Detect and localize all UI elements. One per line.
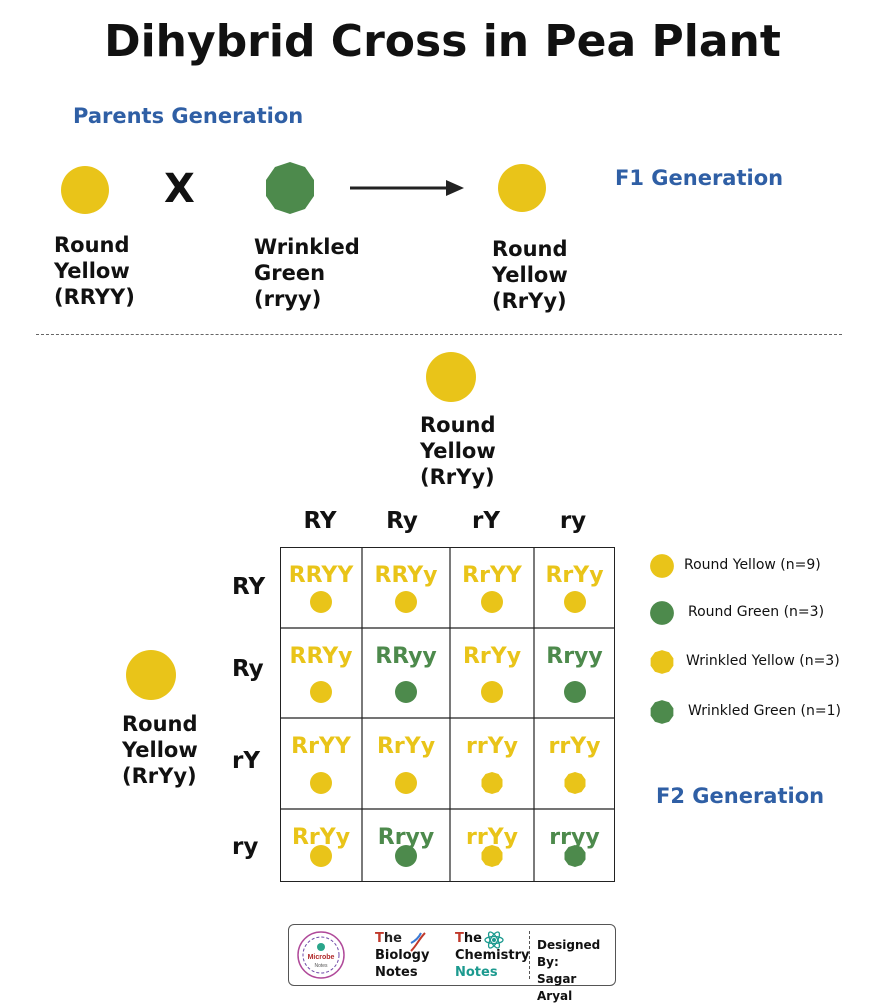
chemistry-logo-notes: Notes — [455, 965, 498, 980]
punnett-cell-genotype: RRYy — [374, 563, 438, 588]
round-yellow-pea-icon — [395, 591, 417, 613]
left-parent-genotype: (RrYy) — [122, 764, 197, 788]
footer-divider — [529, 931, 530, 979]
column-header-gamete: ry — [559, 508, 587, 534]
round-yellow-pea-icon — [310, 591, 332, 613]
wrinkled-green-pea-icon — [266, 162, 314, 214]
legend-label: Round Yellow (n=9) — [684, 557, 821, 573]
legend-label: Wrinkled Yellow (n=3) — [686, 653, 840, 669]
legend-label: Wrinkled Green (n=1) — [688, 703, 841, 719]
f1-phenotype-color: Yellow — [492, 263, 568, 287]
punnett-square — [279, 546, 615, 882]
legend-wrinkled-green-pea-icon — [650, 700, 674, 724]
chemistry-logo-word: Chemistry — [455, 948, 530, 963]
atom-icon — [484, 931, 504, 949]
f1-phenotype-shape: Round — [492, 237, 568, 261]
round-yellow-pea-icon — [310, 845, 332, 867]
designer-credit: Designed By: Sagar Aryal — [537, 937, 615, 1005]
left-parent-pea-icon — [126, 650, 176, 700]
round-yellow-pea-icon — [310, 681, 332, 703]
punnett-cell-genotype: RRyy — [375, 644, 437, 669]
wrinkled-green-pea-icon — [564, 845, 585, 867]
wrinkled-yellow-pea-icon — [481, 772, 503, 794]
round-yellow-pea-icon — [481, 681, 503, 703]
legend-wrinkled-yellow-pea-icon — [650, 650, 674, 674]
column-header-gamete: RY — [303, 508, 337, 534]
punnett-cell-genotype: RrYY — [291, 734, 351, 759]
punnett-cell-genotype: RRYy — [289, 644, 353, 669]
parent2-phenotype-color: Green — [254, 261, 326, 285]
right-arrow-icon — [350, 180, 464, 196]
column-header-gamete: rY — [472, 508, 500, 534]
punnett-cell-genotype: rrYy — [466, 734, 518, 759]
top-parent-pea-icon — [426, 352, 476, 402]
row-header-gamete: Ry — [232, 656, 264, 682]
left-parent-label: Round Yellow (RrYy) — [122, 711, 198, 789]
parent2-genotype: (rryy) — [254, 287, 322, 311]
round-yellow-pea-icon — [395, 772, 417, 794]
microbe-logo-text: Microbe — [308, 954, 335, 961]
top-parent-label: Round Yellow (RrYy) — [420, 412, 496, 490]
punnett-cell-genotype: RrYy — [376, 734, 436, 759]
round-yellow-pea-icon — [563, 591, 586, 613]
column-header-gamete: Ry — [386, 508, 418, 534]
chemistry-notes-logo: The Chemistry Notes — [455, 931, 530, 980]
parents-generation-label: Parents Generation — [73, 104, 304, 128]
round-yellow-pea-icon — [61, 166, 109, 214]
left-parent-phenotype-shape: Round — [122, 712, 198, 736]
parent1-phenotype-color: Yellow — [54, 259, 130, 283]
footer-credits: Microbe Notes The Biology Notes The Chem… — [288, 924, 616, 1003]
parent1-genotype: (RRYY) — [54, 285, 135, 309]
parent2-label: Wrinkled Green (rryy) — [254, 234, 360, 312]
row-header-gamete: RY — [232, 574, 266, 600]
f1-genotype: (RrYy) — [492, 289, 567, 313]
page-title: Dihybrid Cross in Pea Plant — [104, 16, 781, 67]
section-divider — [36, 334, 842, 335]
biology-notes-logo: The Biology Notes — [375, 931, 430, 980]
round-yellow-pea-icon — [310, 772, 332, 794]
parent2-phenotype-shape: Wrinkled — [254, 235, 360, 259]
round-green-pea-icon — [395, 845, 417, 867]
wrinkled-yellow-pea-icon — [481, 845, 503, 867]
designed-by-label: Designed By: — [537, 938, 601, 969]
cross-symbol: X — [164, 166, 195, 212]
parent1-label: Round Yellow (RRYY) — [54, 232, 135, 310]
top-parent-phenotype-color: Yellow — [420, 439, 496, 463]
round-yellow-pea-icon — [481, 591, 503, 613]
row-header-gamete: ry — [232, 834, 259, 860]
biology-logo-word: Biology — [375, 948, 430, 963]
punnett-cell-genotype: Rryy — [546, 644, 603, 669]
punnett-cell-genotype: rrYy — [548, 734, 601, 759]
top-parent-genotype: (RrYy) — [420, 465, 495, 489]
punnett-cell-genotype: RrYY — [462, 563, 522, 588]
designer-name: Sagar Aryal — [537, 972, 577, 1003]
round-green-pea-icon — [563, 681, 586, 703]
microbe-logo-subtext: Notes — [314, 963, 328, 969]
punnett-grid-lines — [279, 546, 615, 882]
legend-label: Round Green (n=3) — [688, 604, 825, 620]
f1-generation-label: F1 Generation — [615, 166, 784, 190]
parent1-phenotype-shape: Round — [54, 233, 130, 257]
dna-icon — [410, 932, 426, 952]
punnett-cell-genotype: RrYy — [462, 644, 522, 669]
biology-logo-notes: Notes — [375, 965, 418, 980]
punnett-cell-genotype: RrYy — [545, 563, 604, 588]
f1-label: Round Yellow (RrYy) — [492, 236, 568, 314]
punnett-cell-genotype: RRYY — [288, 563, 354, 588]
left-parent-phenotype-color: Yellow — [122, 738, 198, 762]
legend-round-green-pea-icon — [650, 601, 674, 625]
f1-round-yellow-pea-icon — [498, 164, 546, 212]
microbe-notes-logo-icon: Microbe Notes — [297, 931, 345, 979]
legend-round-yellow-pea-icon — [650, 554, 674, 578]
row-header-gamete: rY — [232, 748, 260, 774]
top-parent-phenotype-shape: Round — [420, 413, 496, 437]
f2-generation-label: F2 Generation — [656, 784, 825, 808]
biology-logo-the: he — [383, 931, 402, 946]
wrinkled-yellow-pea-icon — [564, 772, 585, 794]
round-green-pea-icon — [395, 681, 417, 703]
